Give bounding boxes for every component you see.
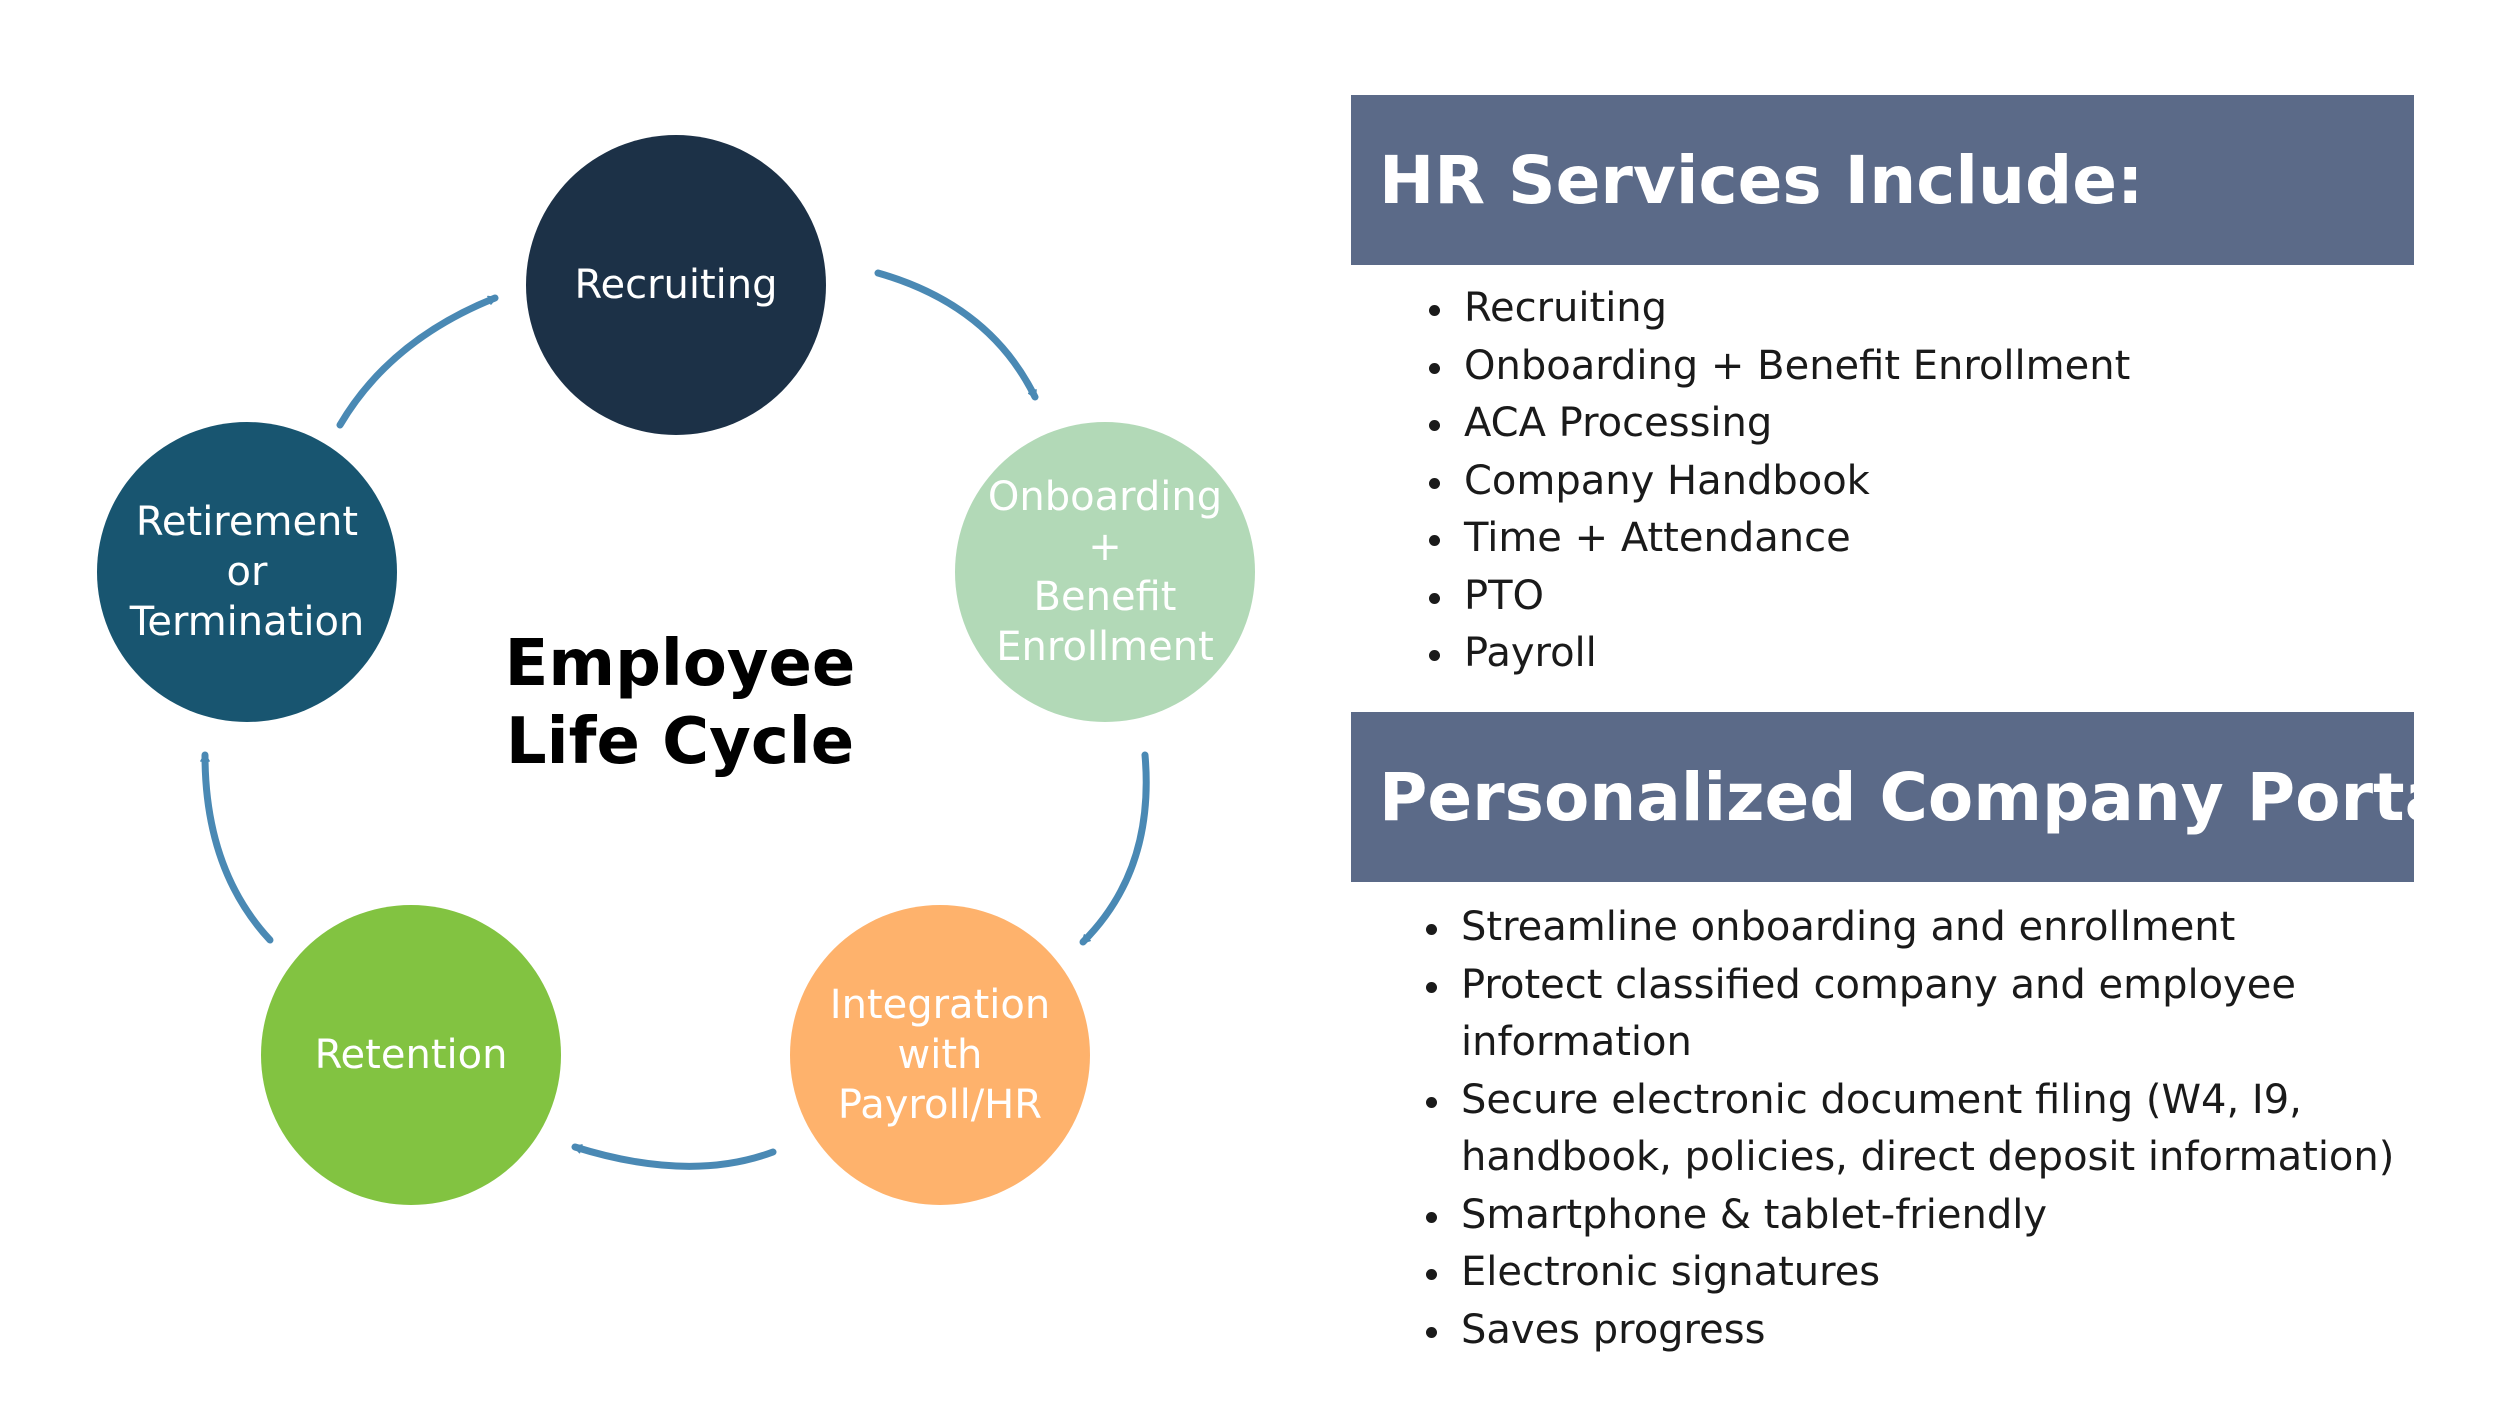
node-retirement: Retirement or Termination [97,422,397,722]
list-item: Streamline onboarding and enrollment [1422,899,2422,957]
hr-services-title: HR Services Include: [1379,141,2144,219]
list-item-text: Smartphone & tablet-friendly [1461,1191,2047,1238]
list-item: Onboarding + Benefit Enrollment [1425,338,2385,396]
arrow-recruiting-to-onboarding [874,269,1039,401]
list-item: Protect classified company and employee … [1422,957,2422,1072]
list-item: Company Handbook [1425,453,2385,511]
list-item-text: Recruiting [1464,285,1668,331]
node-recruiting: Recruiting [526,135,826,435]
list-item-text: Streamline onboarding and enrollment [1461,904,2236,950]
bullet-icon [1426,1096,1437,1108]
bullet-icon [1429,592,1440,604]
list-item: Smartphone & tablet-friendly [1422,1187,2422,1245]
portal-title: Personalized Company Portal: [1379,758,2499,836]
node-onboarding: Onboarding + Benefit Enrollment [955,422,1255,722]
list-item-text: Payroll [1464,630,1597,676]
bullet-icon [1426,924,1437,935]
list-item-text: Electronic signatures [1461,1249,1881,1295]
bullet-icon [1429,477,1440,489]
arrow-onboarding-to-integration [1079,751,1150,946]
node-label: Retention [314,1032,508,1078]
bullet-icon [1429,362,1440,374]
node-integration: Integration with Payroll/HR [790,905,1090,1205]
bullet-icon [1426,1269,1437,1280]
list-item-text: Protect classified company and employee … [1461,961,2296,1066]
arrow-retirement-to-recruiting [336,294,499,429]
bullet-icon [1429,305,1440,316]
arrow-integration-to-retention [571,1143,777,1170]
employee-life-cycle-diagram: Recruiting Onboarding + Benefit Enrollme… [97,135,1255,1205]
list-item-text: PTO [1464,572,1545,619]
list-item-text: Saves progress [1461,1306,1766,1353]
node-retention: Retention [261,905,561,1205]
list-item: Time + Attendance [1425,510,2385,568]
node-label: Integration with Payroll/HR [829,982,1051,1128]
list-item-text: ACA Processing [1464,400,1773,446]
bullet-icon [1426,1211,1437,1223]
list-item-text: Company Handbook [1464,457,1870,504]
bullet-icon [1426,981,1437,993]
bullet-icon [1429,420,1440,431]
cycle-arrows [200,269,1150,1170]
node-label: Onboarding + Benefit Enrollment [987,474,1223,670]
list-item: ACA Processing [1425,395,2385,453]
diagram-title: Employee Life Cycle [504,627,856,779]
list-item: PTO [1425,568,2385,626]
portal-header: Personalized Company Portal: [1351,712,2498,882]
hr-services-header: HR Services Include: [1351,95,2414,265]
list-item-text: Time + Attendance [1464,515,1851,561]
bullet-icon [1429,650,1440,661]
arrow-retention-to-retirement [200,751,274,944]
bullet-icon [1429,535,1440,546]
node-label: Retirement or Termination [129,499,365,645]
list-item-text: Secure electronic document filing (W4, I… [1461,1076,2395,1181]
list-item: Secure electronic document filing (W4, I… [1422,1072,2422,1187]
list-item: Recruiting [1425,280,2385,338]
node-label: Recruiting [574,262,778,308]
list-item: Payroll [1425,625,2385,683]
list-item-text: Onboarding + Benefit Enrollment [1464,342,2131,389]
bullet-icon [1426,1326,1437,1338]
list-item: Saves progress [1422,1302,2422,1360]
list-item: Electronic signatures [1422,1244,2422,1302]
